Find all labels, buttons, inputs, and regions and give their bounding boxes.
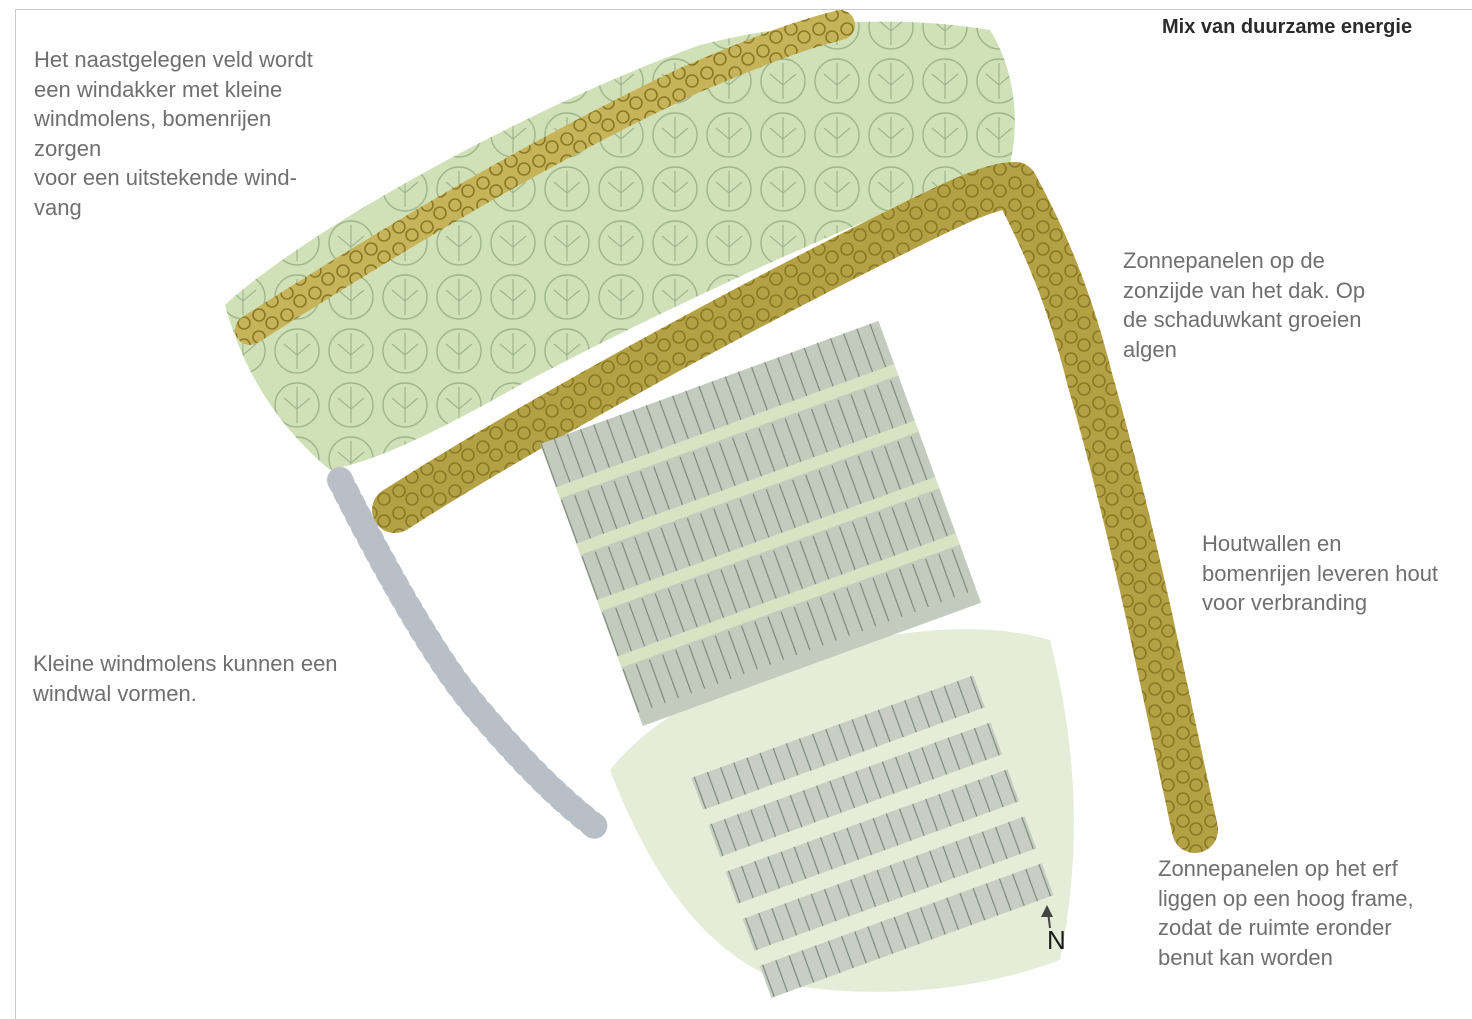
note-wind-field: Het naastgelegen veld wordt een windakke…	[34, 45, 313, 222]
note-yard-panels: Zonnepanelen op het erf liggen op een ho…	[1158, 854, 1414, 972]
north-label: N	[1047, 925, 1066, 956]
note-wood: Houtwallen en bomenrijen leveren hout vo…	[1202, 529, 1438, 618]
note-wind-wall: Kleine windmolens kunnen een windwal vor…	[33, 649, 338, 708]
diagram-title: Mix van duurzame energie	[1162, 16, 1412, 39]
note-roof-panels: Zonnepanelen op de zonzijde van het dak.…	[1123, 246, 1365, 364]
wind-wall	[340, 480, 600, 830]
